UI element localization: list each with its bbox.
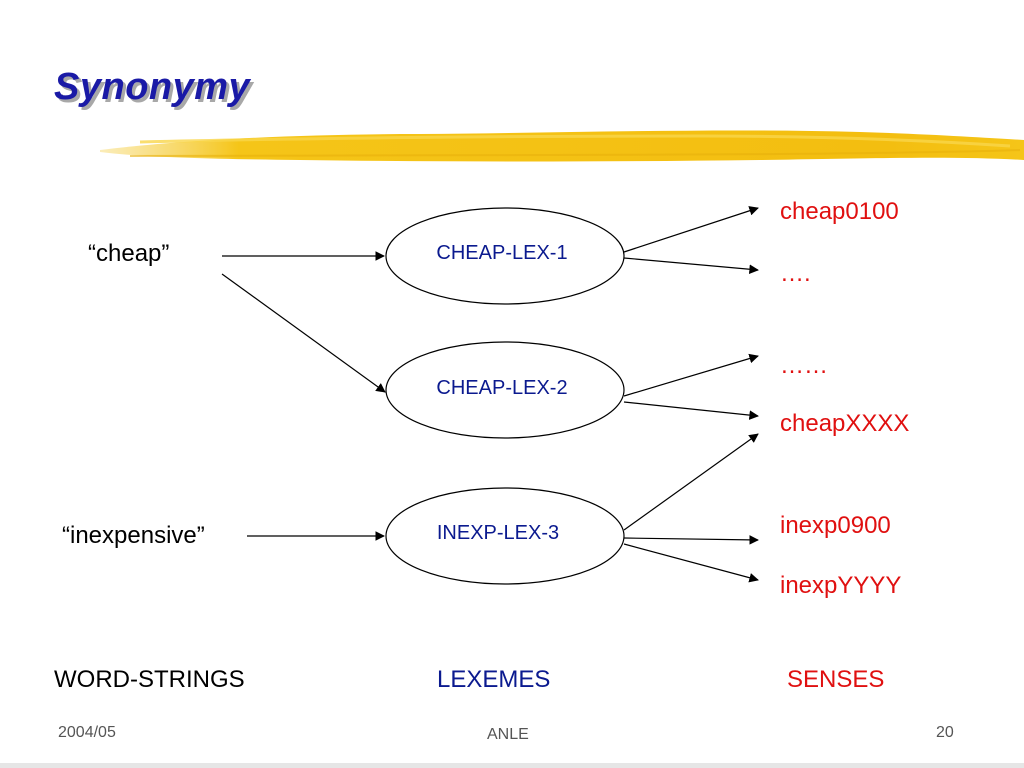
- footer-page-number: 20: [936, 724, 954, 741]
- lexeme-ellipse-3: [385, 487, 625, 585]
- footer-course: ANLE: [487, 726, 529, 743]
- column-label-word-strings: WORD-STRINGS: [54, 666, 245, 693]
- word-string-cheap: “cheap”: [88, 240, 170, 267]
- column-label-lexemes: LEXEMES: [437, 666, 551, 693]
- arrow-lex2-to-sense3: [623, 353, 759, 397]
- sense-inexpyyyy: inexpYYYY: [780, 572, 902, 599]
- arrow-lex1-to-sense2: [623, 257, 759, 275]
- lexeme-label-1: CHEAP-LEX-1: [436, 242, 568, 264]
- lexeme-ellipse-1: [385, 207, 625, 305]
- arrow-lex3-to-sense4: [623, 433, 759, 531]
- arrow-lex3-to-sense6: [623, 543, 759, 583]
- bottom-rule: [0, 763, 1024, 768]
- lexeme-label-2: CHEAP-LEX-2: [436, 377, 568, 399]
- slide-title: Synonymy: [54, 66, 251, 108]
- arrow-lex2-to-sense4: [623, 401, 759, 420]
- arrow-lex1-to-sense1: [623, 206, 759, 253]
- lexeme-label-3: INEXP-LEX-3: [436, 522, 560, 544]
- arrow-lex3-to-sense5: [623, 535, 759, 545]
- sense-inexp0900: inexp0900: [780, 512, 891, 539]
- lexeme-ellipse-2: [385, 341, 625, 439]
- column-label-senses: SENSES: [787, 666, 885, 693]
- word-string-inexpensive: “inexpensive”: [62, 522, 205, 549]
- arrow-cheap-to-lex2: [221, 273, 386, 393]
- sense-cheapxxxx: cheapXXXX: [780, 410, 910, 437]
- sense-cheap0100: cheap0100: [780, 198, 899, 225]
- footer-date: 2004/05: [58, 724, 116, 741]
- sense-ellipsis-2: ……: [780, 352, 828, 379]
- sense-ellipsis-1: ….: [780, 260, 811, 287]
